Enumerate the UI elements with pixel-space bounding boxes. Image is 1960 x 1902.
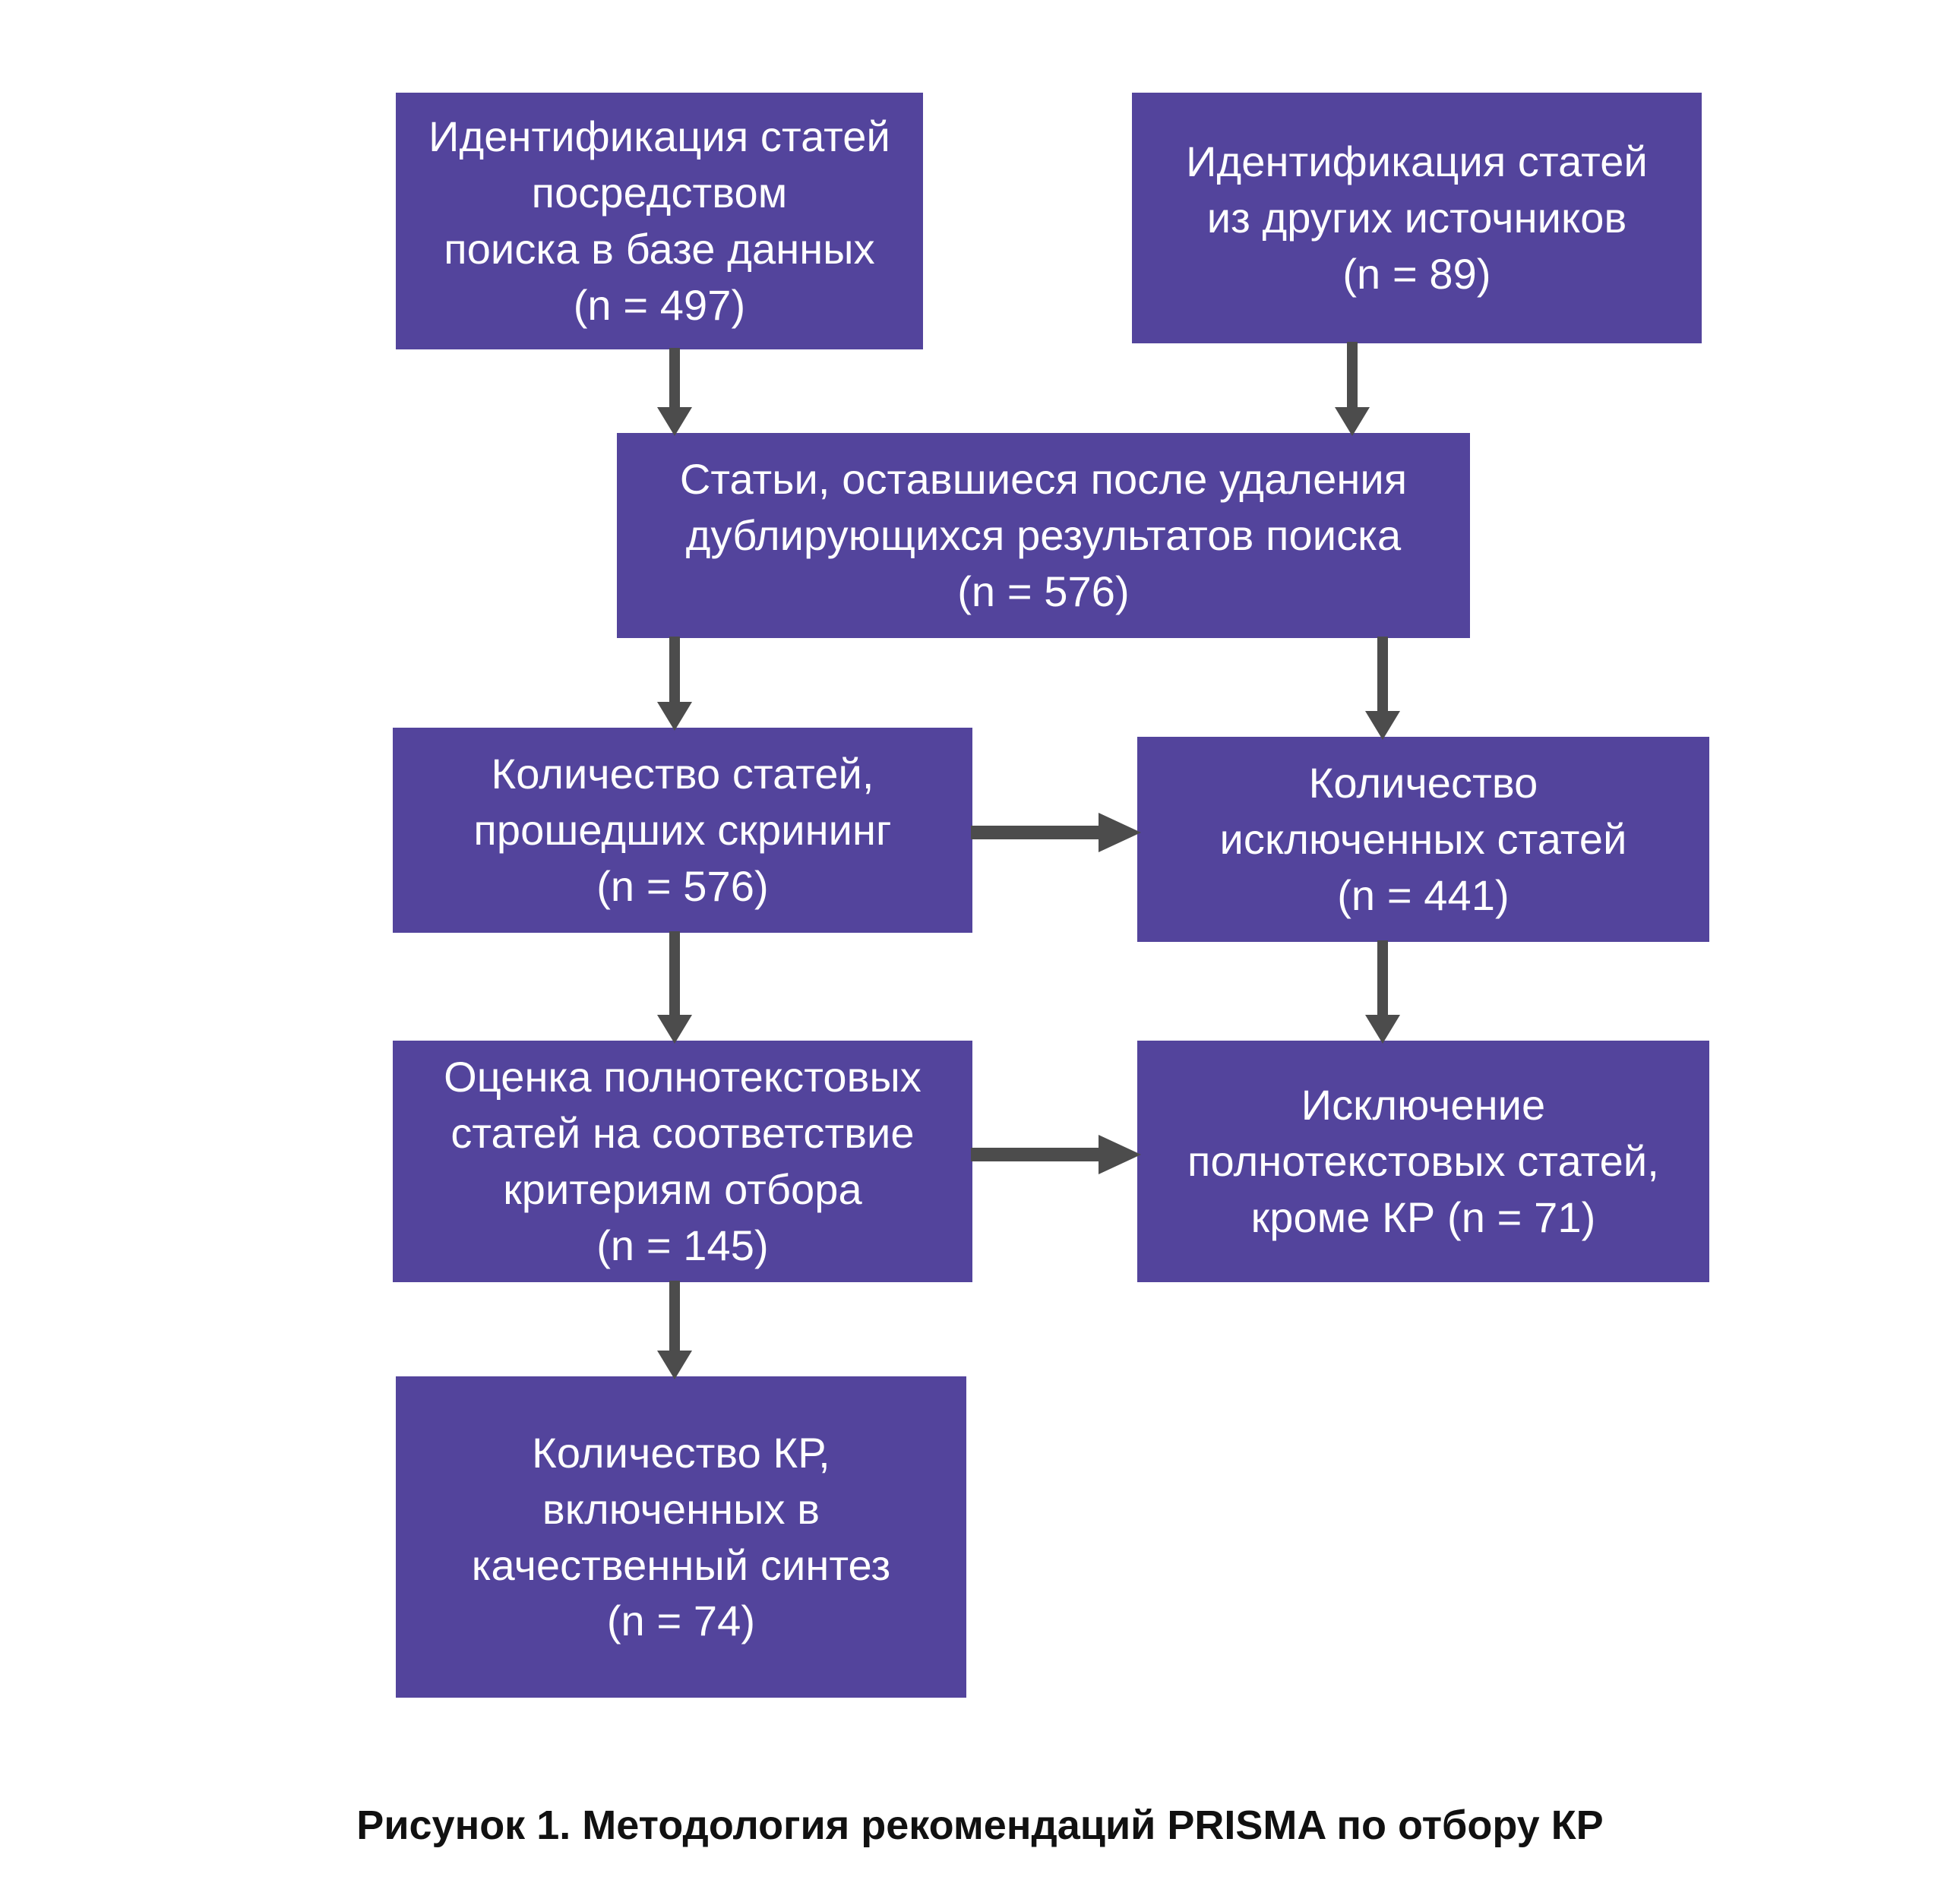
node-screened: Количество статей, прошедших скрининг (n… [393,728,972,933]
node-fulltext-excluded-label: Исключение полнотекстовых статей, кроме … [1187,1081,1659,1241]
arrow-duplicates-to-excluded-icon [1365,637,1400,740]
node-duplicates-removed-label: Статьи, оставшиеся после удаления дублир… [679,455,1408,615]
arrow-other-sources-to-duplicates-icon [1335,342,1370,436]
node-included-qualitative-synthesis-label: Количество КР, включенных в качественный… [471,1428,891,1645]
arrow-eligibility-to-included-icon [657,1281,692,1379]
node-screened-label: Количество статей, прошедших скрининг (n… [473,750,892,910]
arrow-excluded-to-fulltext-excluded-icon [1365,940,1400,1044]
node-identification-other-sources-label: Идентификация статей из других источнико… [1186,137,1648,298]
node-fulltext-excluded: Исключение полнотекстовых статей, кроме … [1137,1041,1709,1282]
node-excluded-label: Количество исключенных статей (n = 441) [1219,759,1627,919]
arrow-screened-to-eligibility-icon [657,931,692,1044]
arrow-screened-to-excluded-icon [971,810,1141,855]
node-identification-database-label: Идентификация статей посредством поиска … [428,112,890,329]
node-included-qualitative-synthesis: Количество КР, включенных в качественный… [396,1376,966,1698]
arrow-eligibility-to-fulltext-excluded-icon [971,1132,1141,1177]
node-eligibility-assessment-label: Оценка полнотекстовых статей на соответс… [444,1053,922,1269]
node-duplicates-removed: Статьи, оставшиеся после удаления дублир… [617,433,1470,638]
node-excluded: Количество исключенных статей (n = 441) [1137,737,1709,942]
arrow-database-to-duplicates-icon [657,348,692,436]
node-identification-other-sources: Идентификация статей из других источнико… [1132,93,1702,343]
node-eligibility-assessment: Оценка полнотекстовых статей на соответс… [393,1041,972,1282]
figure-caption: Рисунок 1. Методология рекомендаций PRIS… [356,1802,1604,1848]
arrow-duplicates-to-screened-icon [657,637,692,731]
node-identification-database: Идентификация статей посредством поиска … [396,93,923,349]
